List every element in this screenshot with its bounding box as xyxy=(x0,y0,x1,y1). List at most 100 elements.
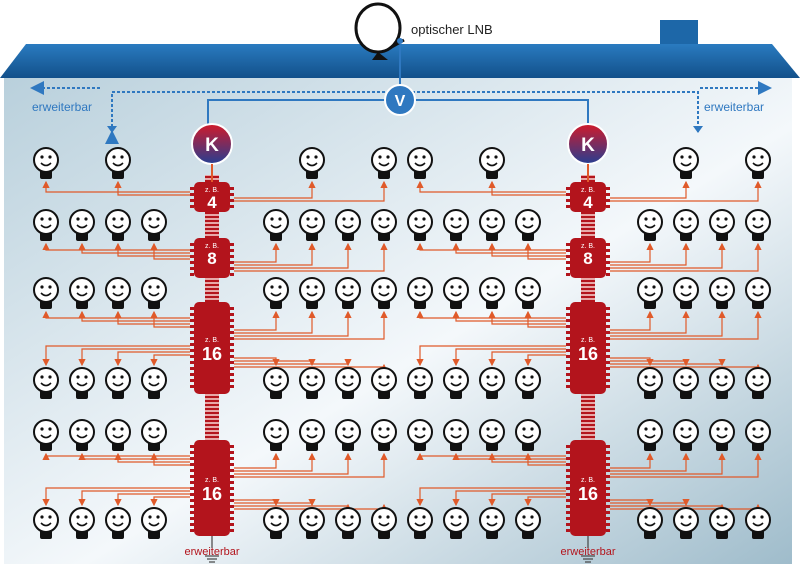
tv-receiver-face-icon xyxy=(479,419,505,451)
tv-receiver-face-icon xyxy=(709,507,735,539)
tv-receiver-face-icon xyxy=(709,209,735,241)
tv-receiver-face-icon xyxy=(335,419,361,451)
arrow-down-icon xyxy=(107,126,117,133)
arrow-down-icon xyxy=(693,126,703,133)
tv-receiver-face-icon xyxy=(263,419,289,451)
switch-size-label: 8 xyxy=(207,249,216,268)
example-label: z. B. xyxy=(205,243,219,250)
tv-receiver-face-icon xyxy=(709,367,735,399)
tv-receiver-face-icon xyxy=(371,147,397,179)
switch-size-label: 16 xyxy=(578,344,598,364)
tv-receiver-face-icon xyxy=(263,277,289,309)
multiswitch: z. B.16 xyxy=(566,440,610,536)
dynamic-layer: Kz. B.4z. B.8z. B.16z. B.16erweiterbarKz… xyxy=(33,123,771,563)
coupler-label: K xyxy=(205,135,219,156)
extendable-label: erweiterbar xyxy=(184,546,239,558)
tv-receiver-face-icon xyxy=(33,367,59,399)
amplifier-node: V xyxy=(384,84,416,116)
optical-network xyxy=(30,44,772,144)
tv-receiver-face-icon xyxy=(443,277,469,309)
tv-receiver-face-icon xyxy=(335,277,361,309)
tv-receiver-face-icon xyxy=(105,507,131,539)
tv-receiver-face-icon xyxy=(299,277,325,309)
extendable-label: erweiterbar xyxy=(560,546,615,558)
coupler-node: K xyxy=(567,123,609,165)
ground-symbol-icon xyxy=(581,555,595,563)
switch-size-label: 8 xyxy=(583,249,592,268)
tv-receiver-face-icon xyxy=(745,419,771,451)
tv-receiver-face-icon xyxy=(299,367,325,399)
switch-size-label: 16 xyxy=(578,484,598,504)
tv-receiver-face-icon xyxy=(299,147,325,179)
tv-receiver-face-icon xyxy=(407,277,433,309)
tv-receiver-face-icon xyxy=(407,507,433,539)
tv-receiver-face-icon xyxy=(335,367,361,399)
tv-receiver-face-icon xyxy=(33,507,59,539)
tv-receiver-face-icon xyxy=(371,419,397,451)
multiswitch: z. B.8 xyxy=(566,238,610,278)
multiswitch: z. B.8 xyxy=(190,238,234,278)
switch-size-label: 16 xyxy=(202,484,222,504)
tv-receiver-face-icon xyxy=(33,209,59,241)
tv-receiver-face-icon xyxy=(407,209,433,241)
example-label: z. B. xyxy=(205,187,219,194)
tv-receiver-face-icon xyxy=(69,367,95,399)
tv-receiver-face-icon xyxy=(515,507,541,539)
multiswitch: z. B.16 xyxy=(190,440,234,536)
tv-receiver-face-icon xyxy=(443,209,469,241)
tv-receiver-face-icon xyxy=(105,419,131,451)
tv-receiver-face-icon xyxy=(479,507,505,539)
tv-receiver-face-icon xyxy=(69,507,95,539)
multiswitch: z. B.16 xyxy=(566,302,610,394)
tv-receiver-face-icon xyxy=(299,419,325,451)
tv-receiver-face-icon xyxy=(141,277,167,309)
example-label: z. B. xyxy=(581,337,595,344)
tv-receiver-face-icon xyxy=(263,507,289,539)
tv-receiver-face-icon xyxy=(335,209,361,241)
tv-receiver-face-icon xyxy=(263,367,289,399)
multiswitch: z. B.16 xyxy=(190,302,234,394)
tv-receiver-face-icon xyxy=(709,419,735,451)
tv-receiver-face-icon xyxy=(479,209,505,241)
tv-receiver-face-icon xyxy=(105,367,131,399)
tv-receiver-face-icon xyxy=(745,209,771,241)
tv-receiver-face-icon xyxy=(673,507,699,539)
tv-receiver-face-icon xyxy=(105,209,131,241)
tv-receiver-face-icon xyxy=(673,209,699,241)
switch-size-label: 4 xyxy=(583,193,593,212)
tv-receiver-face-icon xyxy=(335,507,361,539)
tv-receiver-face-icon xyxy=(673,419,699,451)
tv-receiver-face-icon xyxy=(673,277,699,309)
example-label: z. B. xyxy=(205,477,219,484)
tv-receiver-face-icon xyxy=(479,367,505,399)
tv-receiver-face-icon xyxy=(371,209,397,241)
tv-receiver-face-icon xyxy=(141,507,167,539)
tv-receiver-face-icon xyxy=(745,147,771,179)
tv-receiver-face-icon xyxy=(141,367,167,399)
tv-receiver-face-icon xyxy=(371,507,397,539)
amplifier-label: V xyxy=(395,93,406,110)
tv-receiver-face-icon xyxy=(479,147,505,179)
tv-receiver-face-icon xyxy=(637,367,663,399)
coax-wiring xyxy=(42,180,762,511)
tv-receiver-face-icon xyxy=(637,277,663,309)
multiswitch: z. B.4 xyxy=(566,182,610,212)
switch-size-label: 16 xyxy=(202,344,222,364)
tv-receiver-face-icon xyxy=(637,209,663,241)
tv-receiver-face-icon xyxy=(407,419,433,451)
tv-receiver-face-icon xyxy=(443,367,469,399)
coupler-node: K xyxy=(191,123,233,165)
example-label: z. B. xyxy=(581,477,595,484)
tv-receiver-face-icon xyxy=(673,147,699,179)
tv-receiver-face-icon xyxy=(33,147,59,179)
tv-receiver-face-icon xyxy=(515,419,541,451)
tv-receiver-face-icon xyxy=(709,277,735,309)
tv-receiver-face-icon xyxy=(745,507,771,539)
example-label: z. B. xyxy=(581,187,595,194)
tv-receiver-face-icon xyxy=(443,507,469,539)
lnb-label: optischer LNB xyxy=(411,22,493,37)
tv-receiver-face-icon xyxy=(263,209,289,241)
satellite-dish-icon xyxy=(354,2,405,60)
example-label: z. B. xyxy=(205,337,219,344)
tv-receiver-face-icon xyxy=(69,277,95,309)
